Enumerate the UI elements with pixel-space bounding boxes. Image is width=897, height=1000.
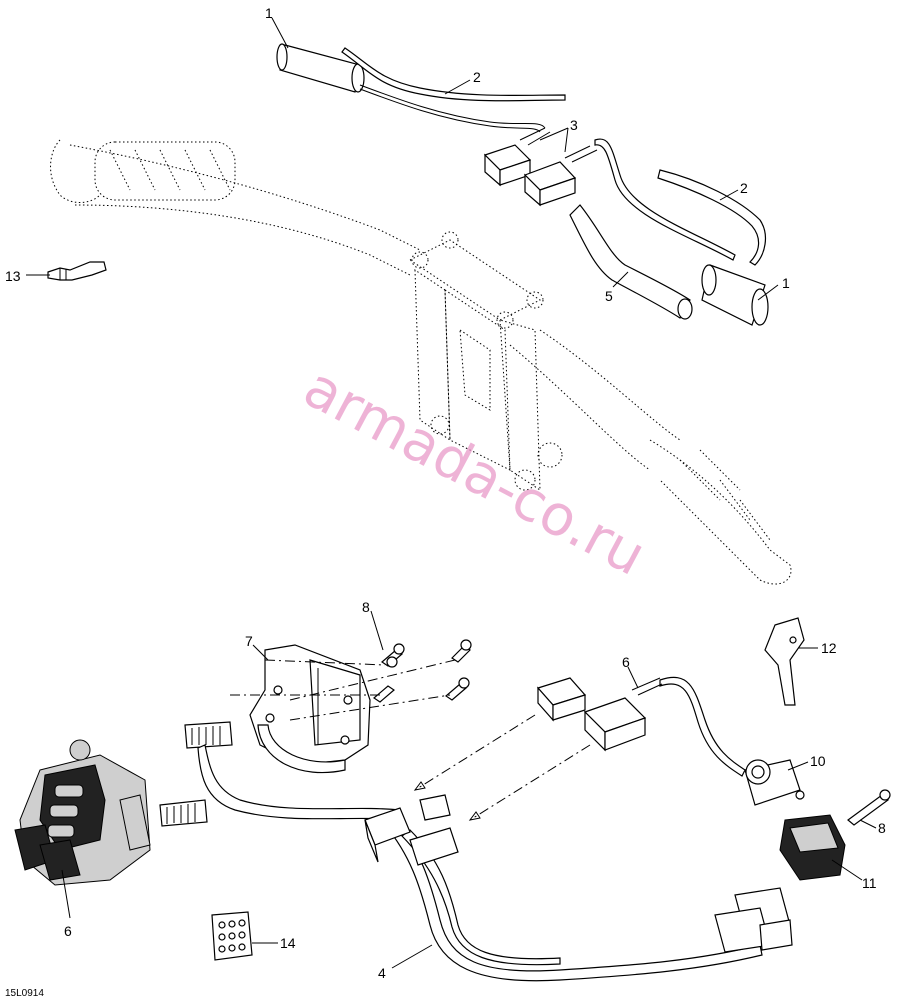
callout-7: 7 — [245, 633, 253, 649]
mid-connectors — [536, 677, 663, 752]
drawing-code: 15L0914 — [5, 988, 44, 999]
harness-wire-right — [659, 676, 746, 777]
callout-2b: 2 — [740, 180, 748, 196]
callout-5: 5 — [605, 288, 613, 304]
part-6-switch-housing — [14, 739, 151, 886]
handlebar — [50, 139, 792, 585]
part-11-cap — [779, 814, 846, 881]
callout-6b: 6 — [64, 923, 72, 939]
leader-lines — [26, 17, 877, 969]
part-5-tube — [569, 204, 691, 319]
part-8-screws — [373, 639, 472, 703]
callout-10: 10 — [810, 753, 826, 769]
part-1-right — [701, 264, 769, 326]
handlebar-riser — [409, 231, 563, 491]
part-2-lower-wire — [359, 84, 546, 129]
callout-13: 13 — [5, 268, 21, 284]
part-3-connectors — [483, 127, 598, 207]
callout-6a: 6 — [622, 654, 630, 670]
part-13-bulb — [47, 261, 107, 281]
callout-12: 12 — [821, 640, 837, 656]
callout-1b: 1 — [782, 275, 790, 291]
part-12-bracket — [764, 617, 805, 706]
part-2-right — [657, 169, 767, 266]
callout-11: 11 — [862, 875, 877, 891]
callout-2a: 2 — [473, 69, 481, 85]
watermark: armada-co.ru — [293, 355, 655, 589]
harness-end-connectors — [714, 887, 793, 953]
part-14-block — [211, 911, 253, 961]
part-1-top — [276, 43, 365, 93]
part-8-pin-right — [847, 789, 891, 826]
part-7-housing — [249, 644, 371, 774]
part-2-right-wire — [594, 138, 736, 261]
harness-connectors — [364, 794, 459, 866]
callout-8b: 8 — [878, 820, 886, 836]
part-2-top-wire — [341, 47, 566, 102]
callout-4: 4 — [378, 965, 386, 981]
callout-14: 14 — [280, 935, 296, 951]
part-10-socket — [744, 759, 805, 806]
callout-3: 3 — [570, 117, 578, 133]
callout-1a: 1 — [265, 5, 273, 21]
callout-8a: 8 — [362, 599, 370, 615]
connector-block-left — [159, 721, 233, 827]
